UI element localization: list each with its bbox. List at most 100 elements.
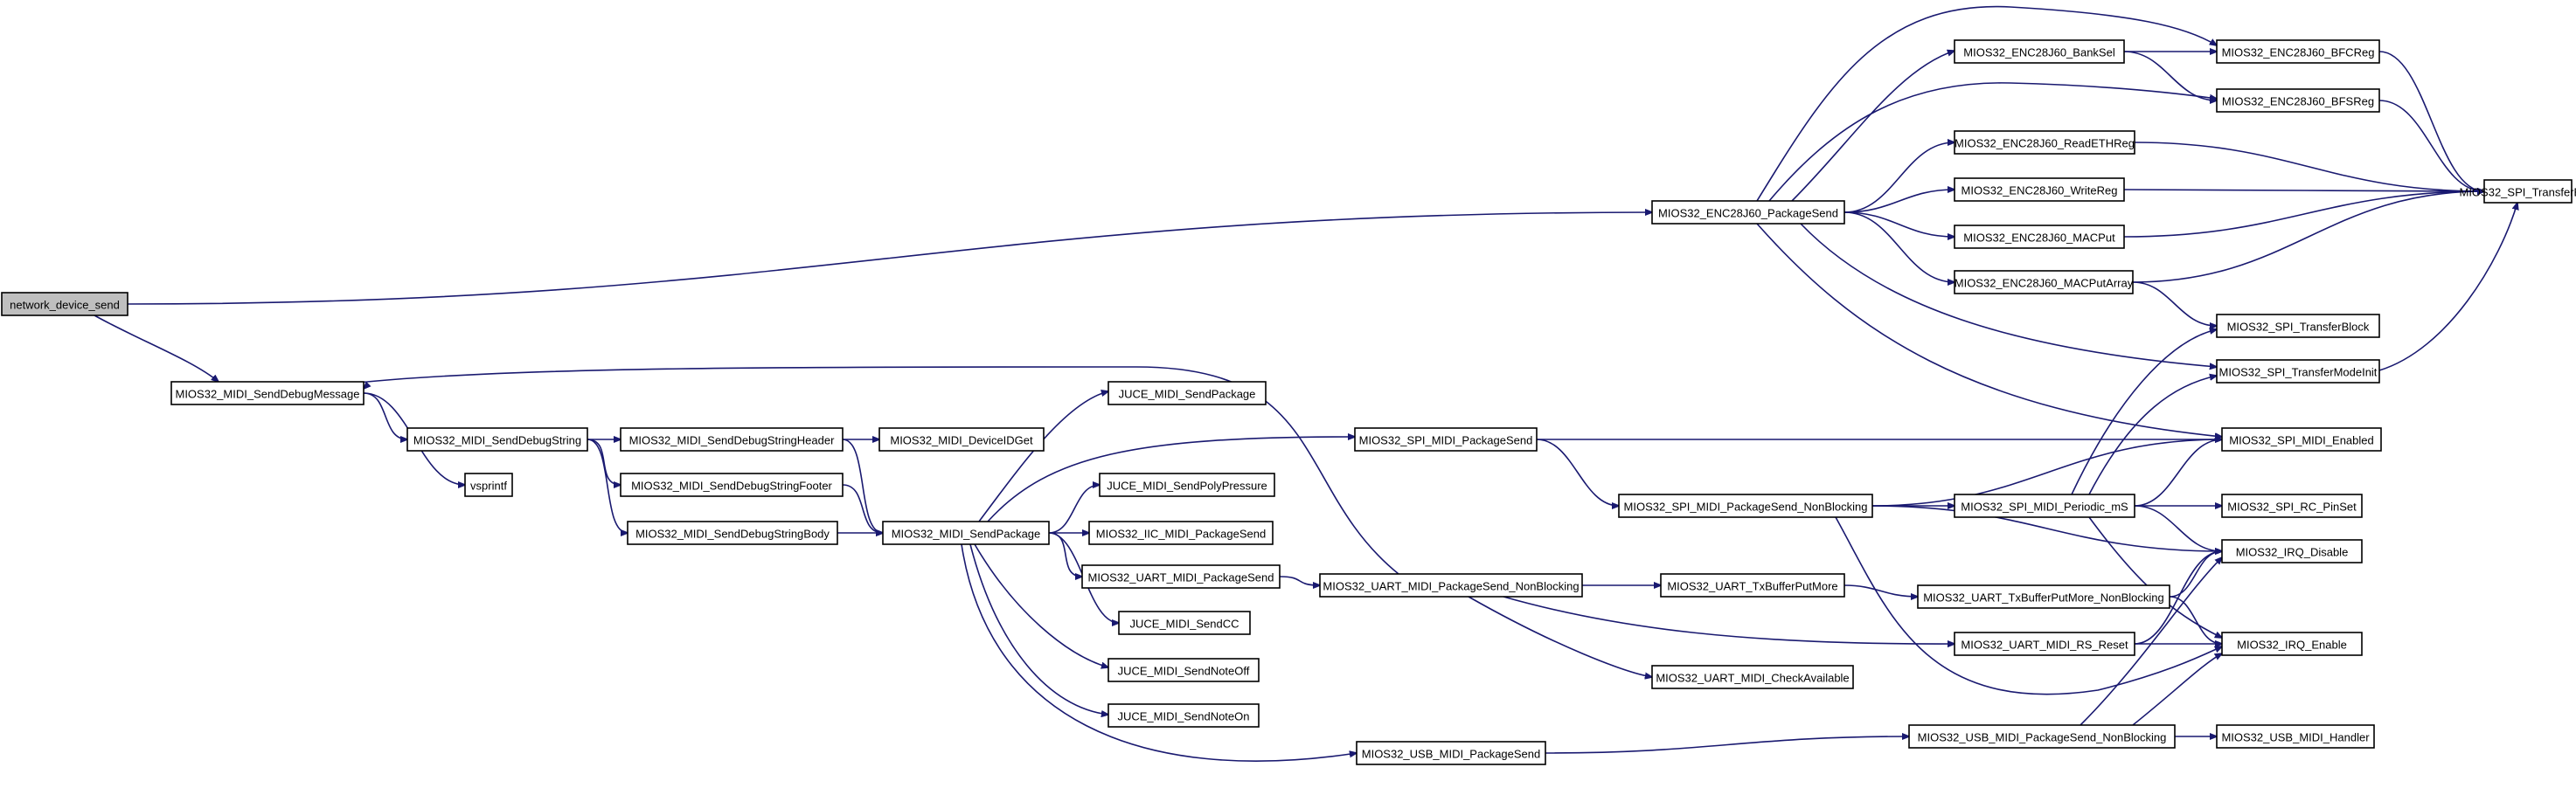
node-label: MIOS32_SPI_MIDI_PackageSend (1359, 434, 1533, 447)
node-mios32-spi-transferblock[interactable]: MIOS32_SPI_TransferBlock (2216, 314, 2380, 338)
node-juce-midi-sendpackage[interactable]: JUCE_MIDI_SendPackage (1107, 381, 1267, 405)
edge-mios32-spi-midi-periodic-ms-to-mios32-irq-enable (2088, 516, 2222, 638)
node-mios32-usb-midi-packagesend-nonblocking[interactable]: MIOS32_USB_MIDI_PackageSend_NonBlocking (1908, 724, 2176, 749)
edge-mios32-enc28j60-packagesend-to-mios32-enc28j60-writereg (1843, 190, 1955, 213)
node-label: MIOS32_MIDI_SendDebugStringBody (635, 528, 830, 541)
node-mios32-enc28j60-banksel[interactable]: MIOS32_ENC28J60_BankSel (1954, 39, 2125, 64)
edge-mios32-enc28j60-packagesend-to-mios32-enc28j60-banksel (1791, 51, 1955, 202)
node-mios32-midi-senddebugstringfooter[interactable]: MIOS32_MIDI_SendDebugStringFooter (620, 473, 844, 497)
node-juce-midi-sendcc[interactable]: JUCE_MIDI_SendCC (1118, 611, 1251, 635)
node-mios32-spi-transferbyte[interactable]: MIOS32_SPI_TransferByte (2459, 179, 2576, 204)
node-label: MIOS32_MIDI_SendDebugStringFooter (631, 480, 832, 493)
node-mios32-spi-midi-packagesend-nonblocking[interactable]: MIOS32_SPI_MIDI_PackageSend_NonBlocking (1618, 494, 1873, 518)
node-mios32-iic-midi-packagesend[interactable]: MIOS32_IIC_MIDI_PackageSend (1088, 521, 1274, 545)
node-box (1954, 225, 2125, 249)
node-box (2221, 632, 2363, 656)
node-label: MIOS32_USB_MIDI_Handler (2221, 731, 2370, 744)
node-box (620, 427, 844, 452)
node-mios32-uart-midi-packagesend-nonblocking[interactable]: MIOS32_UART_MIDI_PackageSend_NonBlocking (1319, 573, 1583, 598)
node-label: MIOS32_ENC28J60_BFSReg (2222, 95, 2374, 108)
edge-mios32-usb-midi-packagesend-to-mios32-usb-midi-packagesend-nonblocking (1545, 736, 1909, 754)
node-label: MIOS32_MIDI_SendPackage (892, 528, 1041, 541)
node-mios32-uart-txbufferputmore-nonblocking[interactable]: MIOS32_UART_TxBufferPutMore_NonBlocking (1917, 584, 2170, 609)
node-mios32-enc28j60-bfsreg[interactable]: MIOS32_ENC28J60_BFSReg (2216, 88, 2380, 113)
edge-mios32-enc28j60-macputarray-to-mios32-spi-transferblock (2132, 281, 2217, 326)
node-mios32-uart-midi-rs-reset[interactable]: MIOS32_UART_MIDI_RS_Reset (1954, 632, 2135, 656)
node-mios32-spi-midi-packagesend[interactable]: MIOS32_SPI_MIDI_PackageSend (1354, 427, 1538, 452)
edge-mios32-midi-sendpackage-to-juce-midi-sendpackage (978, 391, 1108, 522)
node-box (1081, 564, 1281, 589)
node-label: MIOS32_ENC28J60_PackageSend (1658, 207, 1838, 220)
node-mios32-irq-disable[interactable]: MIOS32_IRQ_Disable (2221, 539, 2363, 563)
node-vsprintf[interactable]: vsprintf (464, 473, 513, 497)
node-mios32-enc28j60-macputarray[interactable]: MIOS32_ENC28J60_MACPutArray (1954, 270, 2134, 294)
edge-mios32-midi-sendpackage-to-juce-midi-sendnoteon (969, 543, 1108, 715)
node-label: MIOS32_USB_MIDI_PackageSend_NonBlocking (1918, 731, 2167, 744)
node-box (1, 292, 128, 316)
node-network-device-send[interactable]: network_device_send (1, 292, 128, 316)
node-box (882, 521, 1050, 545)
node-label: MIOS32_IRQ_Disable (2236, 546, 2349, 559)
node-label: JUCE_MIDI_SendNoteOn (1117, 710, 1249, 723)
node-box (2221, 539, 2363, 563)
edge-mios32-midi-senddebugstring-to-mios32-midi-senddebugstringfooter (587, 439, 621, 485)
node-mios32-spi-transfermodeinit[interactable]: MIOS32_SPI_TransferModeInit (2216, 359, 2380, 384)
node-label: JUCE_MIDI_SendNoteOff (1118, 665, 1250, 678)
edge-mios32-midi-sendpackage-to-mios32-spi-midi-packagesend (987, 437, 1355, 522)
node-mios32-spi-rc-pinset[interactable]: MIOS32_SPI_RC_PinSet (2221, 494, 2363, 518)
edge-mios32-midi-sendpackage-to-mios32-uart-midi-packagesend (1048, 532, 1082, 577)
node-box (1618, 494, 1873, 518)
node-mios32-uart-midi-packagesend[interactable]: MIOS32_UART_MIDI_PackageSend (1081, 564, 1281, 589)
edge-network-device-send-to-mios32-enc28j60-packagesend (127, 212, 1652, 305)
edge-mios32-enc28j60-macputarray-to-mios32-spi-transferbyte (2132, 191, 2484, 283)
node-mios32-uart-txbufferputmore[interactable]: MIOS32_UART_TxBufferPutMore (1660, 573, 1845, 598)
node-label: MIOS32_UART_TxBufferPutMore (1667, 580, 1837, 593)
node-juce-midi-sendnoteoff[interactable]: JUCE_MIDI_SendNoteOff (1107, 658, 1260, 682)
edge-mios32-spi-midi-periodic-ms-to-mios32-spi-transferblock (2071, 329, 2217, 495)
node-box (1651, 200, 1845, 225)
node-label: MIOS32_SPI_RC_PinSet (2227, 501, 2357, 514)
node-label: MIOS32_UART_MIDI_CheckAvailable (1656, 672, 1849, 685)
node-mios32-enc28j60-writereg[interactable]: MIOS32_ENC28J60_WriteReg (1954, 177, 2125, 202)
node-label: MIOS32_MIDI_DeviceIDGet (890, 434, 1033, 447)
node-mios32-uart-midi-checkavailable[interactable]: MIOS32_UART_MIDI_CheckAvailable (1651, 665, 1854, 689)
node-box (1954, 130, 2135, 155)
node-mios32-enc28j60-macput[interactable]: MIOS32_ENC28J60_MACPut (1954, 225, 2125, 249)
node-label: MIOS32_MIDI_SendDebugMessage (175, 388, 359, 401)
node-mios32-midi-deviceidget[interactable]: MIOS32_MIDI_DeviceIDGet (878, 427, 1045, 452)
node-mios32-midi-sendpackage[interactable]: MIOS32_MIDI_SendPackage (882, 521, 1050, 545)
edge-mios32-enc28j60-packagesend-to-mios32-enc28j60-readethreg (1843, 142, 1955, 213)
node-label: MIOS32_SPI_MIDI_Periodic_mS (1961, 501, 2128, 514)
node-mios32-usb-midi-packagesend[interactable]: MIOS32_USB_MIDI_PackageSend (1356, 741, 1546, 765)
node-mios32-enc28j60-bfcreg[interactable]: MIOS32_ENC28J60_BFCReg (2216, 39, 2380, 64)
node-box (1954, 494, 2135, 518)
node-box (1118, 611, 1251, 635)
node-mios32-midi-senddebugstring[interactable]: MIOS32_MIDI_SendDebugString (406, 427, 588, 452)
node-label: MIOS32_UART_MIDI_PackageSend (1088, 571, 1274, 584)
edge-mios32-midi-senddebugstringfooter-to-mios32-midi-sendpackage (842, 484, 883, 533)
node-mios32-usb-midi-handler[interactable]: MIOS32_USB_MIDI_Handler (2216, 724, 2375, 749)
node-mios32-spi-midi-enabled[interactable]: MIOS32_SPI_MIDI_Enabled (2221, 427, 2382, 452)
node-mios32-enc28j60-packagesend[interactable]: MIOS32_ENC28J60_PackageSend (1651, 200, 1845, 225)
node-label: MIOS32_UART_MIDI_PackageSend_NonBlocking (1323, 580, 1579, 593)
node-mios32-midi-senddebugstringheader[interactable]: MIOS32_MIDI_SendDebugStringHeader (620, 427, 844, 452)
edge-mios32-spi-transfermodeinit-to-mios32-spi-transferbyte (2378, 203, 2517, 371)
edge-mios32-enc28j60-packagesend-to-mios32-enc28j60-bfsreg (1768, 82, 2217, 202)
node-juce-midi-sendpolypressure[interactable]: JUCE_MIDI_SendPolyPressure (1099, 473, 1275, 497)
edge-mios32-uart-midi-packagesend-nonblocking-to-mios32-uart-midi-rs-reset (1503, 596, 1955, 644)
edge-mios32-enc28j60-packagesend-to-mios32-spi-midi-enabled (1756, 223, 2222, 437)
edge-mios32-spi-midi-packagesend-nonblocking-to-mios32-spi-midi-enabled (1871, 439, 2222, 507)
edge-mios32-enc28j60-bfsreg-to-mios32-spi-transferbyte (2378, 100, 2484, 191)
node-label: MIOS32_UART_MIDI_RS_Reset (1961, 639, 2128, 652)
edge-mios32-enc28j60-packagesend-to-mios32-enc28j60-macput (1843, 211, 1955, 237)
edge-mios32-usb-midi-packagesend-nonblocking-to-mios32-irq-enable (2132, 653, 2222, 726)
node-mios32-irq-enable[interactable]: MIOS32_IRQ_Enable (2221, 632, 2363, 656)
node-box (1099, 473, 1275, 497)
node-mios32-spi-midi-periodic-ms[interactable]: MIOS32_SPI_MIDI_Periodic_mS (1954, 494, 2135, 518)
edge-mios32-uart-midi-packagesend-nonblocking-to-mios32-midi-senddebugmessage (362, 366, 1399, 575)
node-juce-midi-sendnoteon[interactable]: JUCE_MIDI_SendNoteOn (1107, 703, 1260, 728)
node-mios32-enc28j60-readethreg[interactable]: MIOS32_ENC28J60_ReadETHReg (1954, 130, 2135, 155)
node-mios32-midi-senddebugmessage[interactable]: MIOS32_MIDI_SendDebugMessage (170, 381, 365, 405)
node-mios32-midi-senddebugstringbody[interactable]: MIOS32_MIDI_SendDebugStringBody (627, 521, 838, 545)
